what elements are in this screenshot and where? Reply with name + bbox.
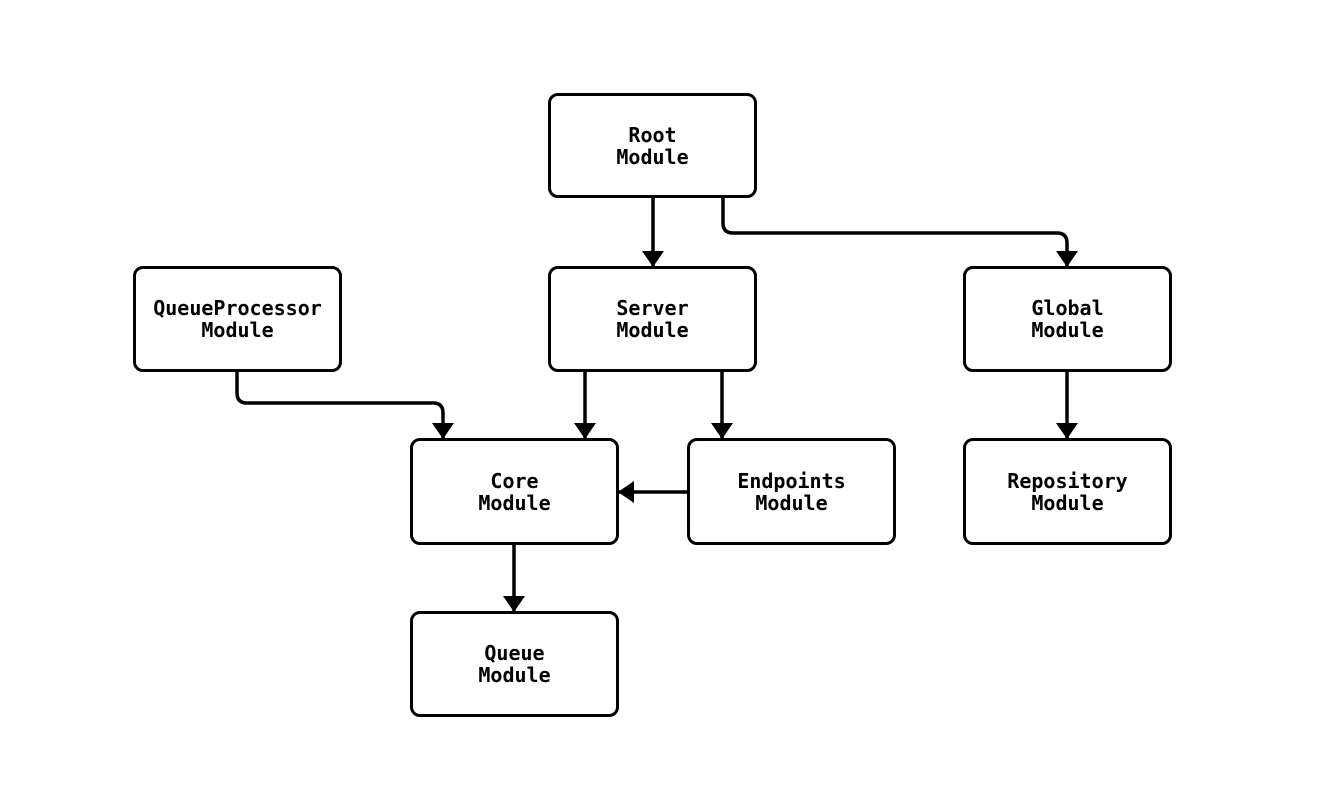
node-server-module: Server Module — [548, 266, 757, 372]
node-label: Endpoints Module — [737, 468, 846, 515]
node-endpoints-module: Endpoints Module — [687, 438, 896, 545]
node-label: Queue Module — [478, 641, 551, 687]
node-label: Global Module — [1031, 296, 1104, 342]
node-label: Server Module — [616, 296, 689, 342]
node-label: Root Module — [616, 122, 689, 169]
node-label: Core Module — [478, 468, 551, 515]
node-root-module: Root Module — [548, 93, 757, 198]
edge-root-to-global — [721, 198, 1078, 267]
node-label: QueueProcessor Module — [153, 296, 322, 342]
node-core-module: Core Module — [410, 438, 619, 545]
node-queueprocessor-module: QueueProcessor Module — [133, 266, 342, 372]
node-queue-module: Queue Module — [410, 611, 619, 717]
node-repository-module: Repository Module — [963, 438, 1172, 545]
node-global-module: Global Module — [963, 266, 1172, 372]
node-label: Repository Module — [1007, 468, 1128, 515]
edge-queueprocessor-to-core — [235, 372, 454, 439]
